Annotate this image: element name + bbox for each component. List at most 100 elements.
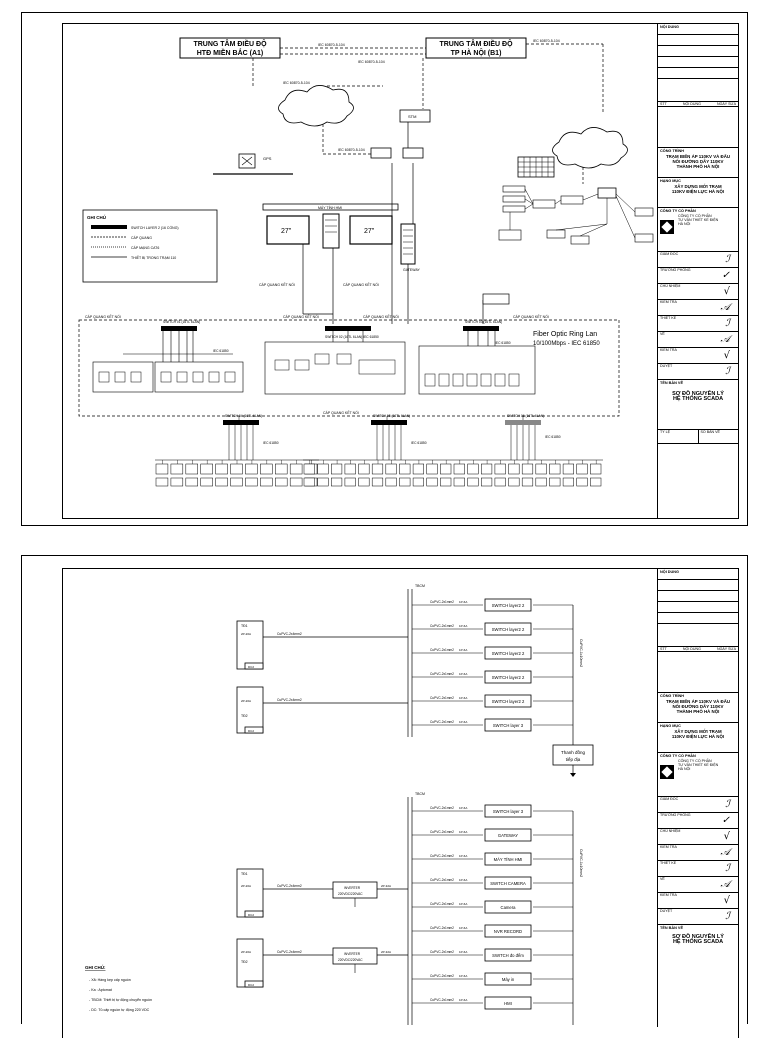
cable-label-4: CÁP QUANG KẾT NỐI <box>283 314 319 319</box>
switch-05 <box>371 420 407 425</box>
branch-cable: CuPVC-2x1mm2 <box>430 902 454 906</box>
cable-label-5: CÁP QUANG KẾT NỐI <box>363 314 399 319</box>
signature-icon: √ <box>723 286 730 297</box>
inverter-1-line1: INVERTER <box>344 886 361 890</box>
iec-label-1: IEC 61850 <box>213 349 229 353</box>
stm-device <box>399 109 431 123</box>
bay-cell <box>358 477 370 487</box>
earth-bar-box <box>552 744 594 766</box>
switch-03-label: SWITCH 03 (16TL 6LAN) <box>465 320 502 324</box>
earth-bar-line1: Thanh đồng <box>561 750 586 755</box>
drawing-frame-1: TRUNG TÂM ĐIỀU ĐỘ HTĐ MIỀN BẮC (A1) TRUN… <box>62 23 739 519</box>
bay-cell <box>200 477 213 487</box>
gps-label: GPS <box>263 156 272 161</box>
device-label: SWITCH layer 3 <box>493 809 524 814</box>
role-3: CHỦ NHIỆM <box>660 829 681 833</box>
branch-cb: 1P-6A <box>459 878 467 882</box>
bay-ied <box>289 463 303 475</box>
gateway-label: GATEWAY <box>403 268 421 272</box>
title-block-1: NỘI DUNG STT NỘI DUNG NGÀY SỬA CÔNG TRÌN… <box>657 24 738 518</box>
pc-tower <box>322 213 340 249</box>
drawing-sheet-1: TRUNG TÂM ĐIỀU ĐỘ HTĐ MIỀN BẮC (A1) TRUN… <box>21 12 748 526</box>
bay-cell <box>549 477 561 487</box>
switch-01 <box>161 326 197 331</box>
signature-icon: ℐ <box>725 799 730 810</box>
company-line1: CÔNG TY CỔ PHẦN <box>678 759 712 763</box>
scale-label: TỶ LỆ <box>658 430 699 443</box>
branch-cb: 1P-6A <box>459 806 467 810</box>
device-box <box>484 924 532 938</box>
signature-icon: ℐ <box>725 318 730 329</box>
device-label: Máy in <box>502 977 515 982</box>
device-box <box>484 948 532 962</box>
fiber-note-line2: 10/100Mbps - IEC 61850 <box>533 341 600 347</box>
title-block-2: NỘI DUNG STT NỘI DUNG NGÀY SỬA CÔNG TRÌN… <box>657 569 738 1027</box>
device-label: GATEWAY <box>498 833 518 838</box>
bay-cell <box>412 477 424 487</box>
bay-ied <box>481 463 493 475</box>
device-label: SWITCH layer2 2 <box>492 627 525 632</box>
branch-cable: CuPVC-2x1mm2 <box>430 624 454 628</box>
link-label-5: IEC 60870-5-104 <box>338 148 365 152</box>
col-ngay: NGÀY SỬA <box>717 647 736 651</box>
bay-cell <box>331 477 343 487</box>
device-label: SWITCH layer2 2 <box>492 675 525 680</box>
bay-cell <box>260 477 273 487</box>
feed-cable-1: CuPVC-2x4mm2 <box>277 632 302 636</box>
branch-cb: 1P-6A <box>459 672 467 676</box>
switch-04 <box>223 420 259 425</box>
monitor-right <box>349 215 393 245</box>
link-label-1: IEC 60870-5-104 <box>318 43 345 47</box>
bay-ied <box>426 463 438 475</box>
branch-cb: 1P-6A <box>459 696 467 700</box>
role-5: THIẾT KẾ <box>660 316 677 320</box>
cable-label-2: CÁP QUANG KẾT NỐI <box>259 282 295 287</box>
bay-cell <box>170 477 184 487</box>
role-7: KIỂM TRA <box>660 348 677 352</box>
bay-ied <box>185 463 198 475</box>
bay-cell <box>303 477 315 487</box>
power-supply-diagram: TĐ1 TĐ2 TĐ1 TĐ2 2P-20A 2P-20A 2P-20A 2P-… <box>85 584 594 1025</box>
cable-label-7: CÁP QUANG KẾT NỐI <box>323 410 359 415</box>
feed-cable-3: CuPVC-2x4mm2 <box>277 884 302 888</box>
company-line1: CÔNG TY CỔ PHẦN <box>678 214 712 218</box>
device-box <box>484 646 532 660</box>
branch-cable: CuPVC-2x1mm2 <box>430 600 454 604</box>
drawing-label: TÊN BẢN VẼ <box>660 381 683 385</box>
branch-cable: CuPVC-2x1mm2 <box>430 672 454 676</box>
branch-cb: 1P-6A <box>459 854 467 858</box>
bay-ied <box>562 463 574 475</box>
device-box <box>484 694 532 708</box>
role-2: TRƯỞNG PHÒNG <box>660 268 691 272</box>
router-1 <box>370 147 392 159</box>
project-line1: TRẠM BIẾN ÁP 110KV VÀ ĐẤU <box>665 699 731 704</box>
iec-label-5: IEC 61850 <box>545 435 561 439</box>
role-4: KIỂM TRA <box>660 300 677 304</box>
network-cloud-2 <box>552 127 628 169</box>
branch-cb: 1P-6A <box>459 648 467 652</box>
switch-06 <box>505 420 541 425</box>
device-label: SWITCH CAMERA <box>490 881 526 886</box>
iec-label-4: IEC 61850 <box>411 441 427 445</box>
company-line3: HÀ NỘI <box>678 222 691 227</box>
bay-ied <box>440 463 452 475</box>
switch-02-label: SWITCH 02 (16TL 6LAN) IEC 61850 <box>325 335 379 339</box>
center-a1-line1: TRUNG TÂM ĐIỀU ĐỘ <box>193 38 267 48</box>
dc-box-3: DC2 <box>248 913 254 917</box>
bay-ied <box>344 463 356 475</box>
branch-cb: 1P-6A <box>459 974 467 978</box>
bay-cell <box>590 477 602 487</box>
device-box <box>484 852 532 866</box>
bay-cell <box>185 477 198 487</box>
signature-icon: ℐ <box>725 863 730 874</box>
sheet-number-label: SỐ BẢN VẼ <box>700 430 720 434</box>
branch-cb: 1P-6A <box>459 950 467 954</box>
role-5: THIẾT KẾ <box>660 861 677 865</box>
switch-02 <box>325 326 371 331</box>
bay-ied <box>245 463 258 475</box>
bay-ied <box>331 463 343 475</box>
device-box <box>484 972 532 986</box>
role-4: KIỂM TRA <box>660 845 677 849</box>
hmi-desk-label: MÁY TÍNH HMI <box>318 206 342 210</box>
link-label-3: IEC 60870-5-104 <box>358 60 385 64</box>
